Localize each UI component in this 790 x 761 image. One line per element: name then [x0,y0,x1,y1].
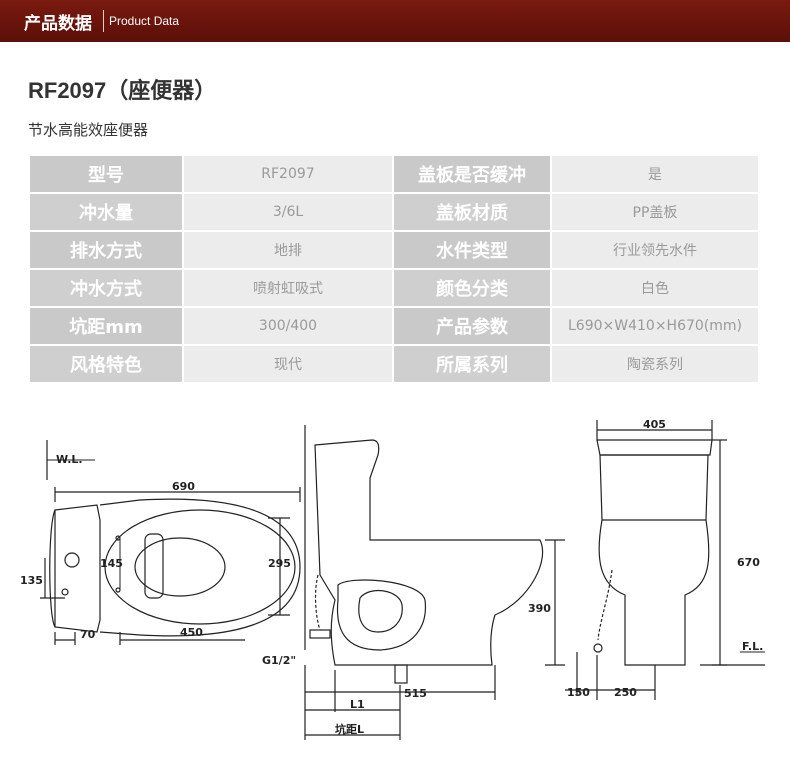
header-banner: 产品数据 Product Data [0,0,790,42]
spec-label: 产品参数 [392,306,552,346]
front-view-drawing [565,420,765,700]
spec-row: 冲水量 3/6L 盖板材质 PP盖板 [28,192,760,232]
spec-value: 是 [550,154,760,194]
spec-row: 坑距mm 300/400 产品参数 L690×W410×H670(mm) [28,306,760,346]
spec-value: L690×W410×H670(mm) [550,306,760,346]
product-title: RF2097（座便器） [28,78,217,103]
dim-150: 150 [567,686,590,699]
spec-row: 冲水方式 喷射虹吸式 颜色分类 白色 [28,268,760,308]
dim-135: 135 [20,574,43,587]
spec-label: 排水方式 [28,230,184,270]
banner-title-en: Product Data [109,14,180,28]
spec-label: 型号 [28,154,184,194]
product-subtitle: 节水高能效座便器 [28,121,149,139]
dim-g12: G1/2" [262,654,296,667]
dim-515: 515 [404,687,427,700]
spec-value: 行业领先水件 [550,230,760,270]
banner-divider [103,10,104,32]
spec-value: 白色 [550,268,760,308]
spec-value: 地排 [182,230,394,270]
spec-value: 现代 [182,344,394,384]
banner-title-cn: 产品数据 [24,14,92,34]
dim-405: 405 [643,418,666,431]
spec-value: 喷射虹吸式 [182,268,394,308]
spec-row: 型号 RF2097 盖板是否缓冲 是 [28,154,760,194]
dim-250: 250 [614,686,637,699]
spec-label: 盖板材质 [392,192,552,232]
dim-670: 670 [737,556,760,569]
spec-label: 冲水量 [28,192,184,232]
dim-145: 145 [100,557,123,570]
dim-390: 390 [528,602,551,615]
spec-table: 型号 RF2097 盖板是否缓冲 是 冲水量 3/6L 盖板材质 PP盖板 排水… [28,154,760,384]
dim-295: 295 [268,557,291,570]
dim-wl: W.L. [56,453,83,466]
side-view-drawing [304,425,565,740]
spec-row: 排水方式 地排 水件类型 行业领先水件 [28,230,760,270]
spec-label: 水件类型 [392,230,552,270]
spec-value: 300/400 [182,306,394,346]
spec-row: 风格特色 现代 所属系列 陶瓷系列 [28,344,760,384]
spec-value: RF2097 [182,154,394,194]
spec-label: 所属系列 [392,344,552,384]
dim-pitch: 坑距L [335,722,364,736]
spec-value: 陶瓷系列 [550,344,760,384]
spec-label: 盖板是否缓冲 [392,154,552,194]
top-view-drawing [40,440,301,645]
spec-label: 颜色分类 [392,268,552,308]
technical-drawings: W.L. 690 135 145 295 70 450 390 G1/2" 51… [20,418,765,740]
dim-450: 450 [180,626,203,639]
spec-value: PP盖板 [550,192,760,232]
spec-label: 坑距mm [28,306,184,346]
spec-label: 冲水方式 [28,268,184,308]
dim-fl: F.L. [742,640,763,653]
dim-690: 690 [172,480,195,493]
spec-label: 风格特色 [28,344,184,384]
dim-l1: L1 [350,698,365,711]
dim-70: 70 [80,628,96,641]
spec-value: 3/6L [182,192,394,232]
